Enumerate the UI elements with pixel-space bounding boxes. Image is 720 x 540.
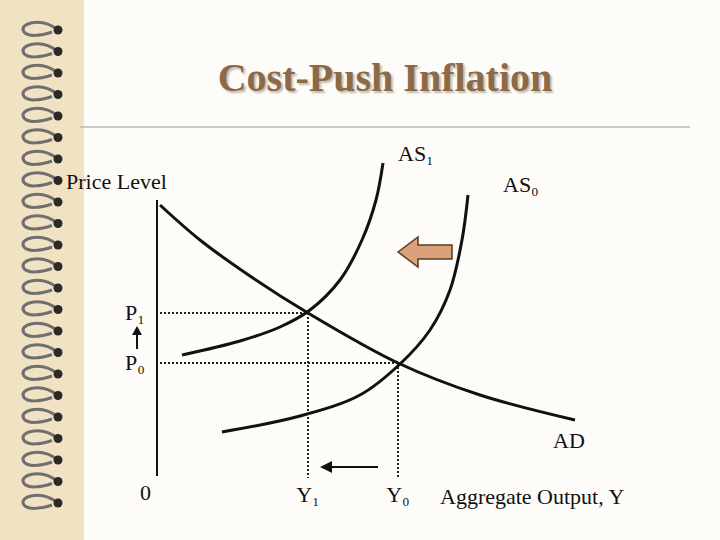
axis-title: Price Level xyxy=(66,171,167,193)
spiral-ring xyxy=(23,216,58,229)
ring-hole xyxy=(54,219,63,228)
spiral-ring xyxy=(23,345,58,358)
spiral-ring xyxy=(23,366,58,379)
title-rule xyxy=(80,126,690,128)
output-arrow xyxy=(330,466,378,468)
spiral-ring xyxy=(23,151,58,164)
spiral-ring xyxy=(23,431,58,444)
spiral-ring xyxy=(23,130,58,143)
spiral-ring xyxy=(23,194,58,207)
as0-curve xyxy=(222,195,468,432)
ring-hole xyxy=(54,155,63,164)
guide-line xyxy=(307,313,309,478)
ring-hole xyxy=(54,499,63,508)
spiral-ring xyxy=(23,409,58,422)
ring-hole xyxy=(54,90,63,99)
spiral-ring xyxy=(23,65,58,78)
price-arrow xyxy=(136,333,138,349)
spiral-ring xyxy=(23,44,58,57)
ring-hole xyxy=(54,434,63,443)
guide-line xyxy=(160,312,308,314)
price-tick: P₀ xyxy=(125,352,145,374)
spiral-ring xyxy=(23,87,58,100)
guide-line xyxy=(397,363,399,478)
ring-hole xyxy=(54,456,63,465)
shift-arrow xyxy=(398,237,452,267)
price-arrowhead xyxy=(132,326,142,335)
ring-hole xyxy=(54,305,63,314)
ring-hole xyxy=(54,262,63,271)
spiral-ring xyxy=(23,259,58,272)
ring-hole xyxy=(54,241,63,250)
output-tick: Y₁ xyxy=(296,484,320,506)
price-tick: P₁ xyxy=(125,302,145,324)
as1-curve xyxy=(182,163,383,355)
axis-title: Aggregate Output, Y xyxy=(440,486,624,508)
ring-hole xyxy=(54,284,63,293)
slide-title: Cost-Push Inflation xyxy=(218,58,553,98)
curve-label: AS₁ xyxy=(398,143,434,165)
ring-hole xyxy=(54,391,63,400)
ad-curve xyxy=(160,205,575,420)
spiral-ring xyxy=(23,302,58,315)
guide-line xyxy=(160,362,398,364)
spiral-ring xyxy=(23,495,58,508)
origin-label: 0 xyxy=(140,482,151,504)
spiral-ring xyxy=(23,237,58,250)
ring-hole xyxy=(54,413,63,422)
ring-hole xyxy=(54,477,63,486)
curve-label: AD xyxy=(553,430,585,452)
binding-strip xyxy=(0,0,84,540)
ring-hole xyxy=(54,327,63,336)
ring-hole xyxy=(54,47,63,56)
ring-hole xyxy=(54,370,63,379)
spiral-ring xyxy=(23,323,58,336)
ring-hole xyxy=(54,198,63,207)
ring-hole xyxy=(54,26,63,35)
spiral-ring xyxy=(23,388,58,401)
ring-hole xyxy=(54,69,63,78)
ring-hole xyxy=(54,133,63,142)
ring-hole xyxy=(54,176,63,185)
spiral-ring xyxy=(23,452,58,465)
curve-label: AS₀ xyxy=(503,174,539,196)
output-tick: Y₀ xyxy=(386,484,410,506)
ring-hole xyxy=(54,112,63,121)
spiral-ring xyxy=(23,22,58,35)
spiral-rings xyxy=(23,22,63,508)
price-axis xyxy=(156,200,158,476)
spiral-ring xyxy=(23,173,58,186)
output-arrowhead xyxy=(320,461,332,473)
ring-hole xyxy=(54,348,63,357)
spiral-ring xyxy=(23,474,58,487)
spiral-ring xyxy=(23,108,58,121)
spiral-ring xyxy=(23,280,58,293)
